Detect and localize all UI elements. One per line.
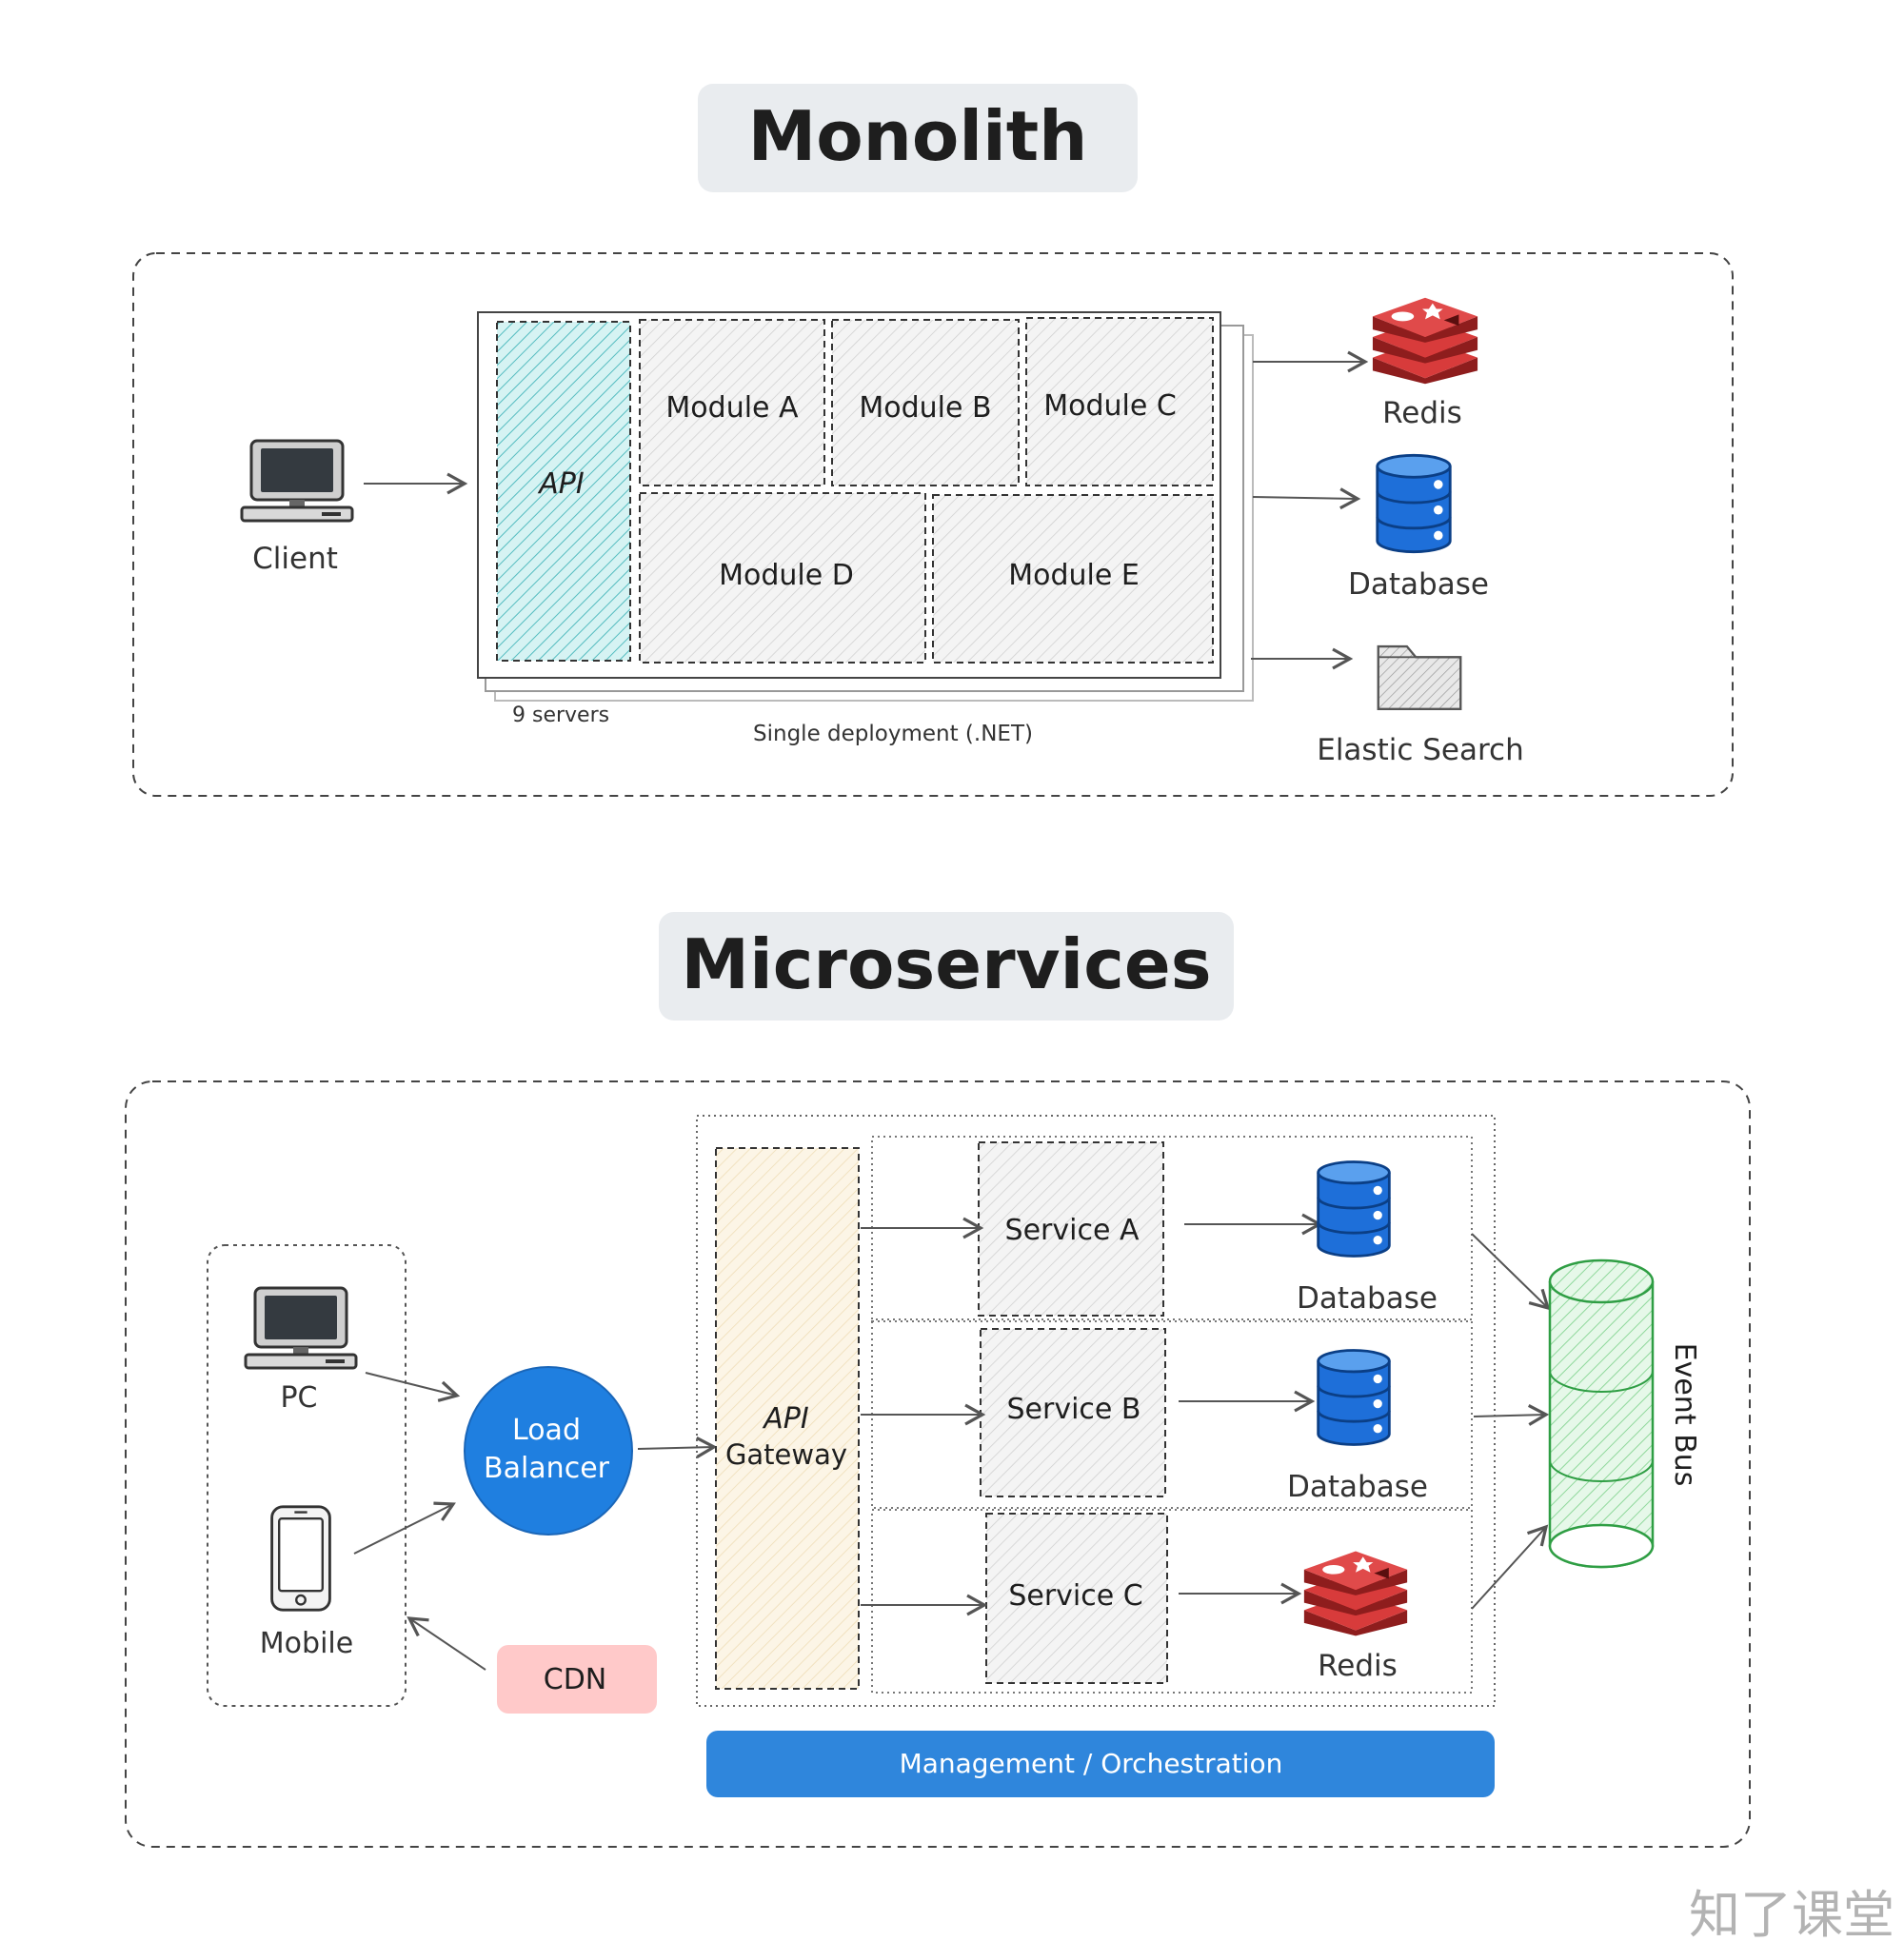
servers-note: 9 servers [512,703,609,727]
arrow-to-database [1252,487,1361,510]
lb-label-line2: Balancer [484,1452,610,1485]
mobile-to-lb-arrow [353,1501,456,1555]
cdn-node: CDN [497,1645,657,1714]
redis-node: Redis [1372,297,1478,430]
lb-label-line1: Load [512,1414,581,1447]
event-bus: Event Bus [1548,1258,1701,1569]
service-b-db-node: Database [1287,1349,1428,1504]
redis-label: Redis [1382,396,1462,430]
microservices-title-box [659,912,1234,1021]
search-node: Elastic Search [1317,644,1524,767]
module-e: Module E [932,494,1214,664]
api-label: API [537,467,585,501]
management-label: Management / Orchestration [900,1748,1283,1779]
module-a: Module A [639,319,825,486]
gateway-label-line1: API [762,1402,809,1436]
management-bar: Management / Orchestration [706,1731,1495,1797]
microservices-section: Microservices PC Mobile Load Balancer CD… [125,912,1751,1848]
service-lane-c [871,1509,1473,1694]
service-a-db-label: Database [1297,1281,1438,1316]
service-b-label: Service B [1007,1393,1141,1426]
microservices-title: Microservices [681,924,1211,1004]
watermark: 知了课堂 [1689,1885,1894,1942]
module-b: Module B [831,319,1020,486]
service-a-db-node: Database [1297,1160,1438,1316]
cdn-label: CDN [544,1663,607,1696]
database-icon [1376,453,1452,554]
service-a-label: Service A [1005,1214,1140,1247]
lb-to-gateway-arrow [637,1437,718,1458]
api-block [496,321,631,662]
module-b-label: Module B [859,391,991,425]
pc-node: PC [244,1286,358,1415]
service-b: Service B [980,1328,1166,1497]
module-c-label: Module C [1043,389,1177,423]
client-node: Client [240,439,354,576]
clients-group [207,1244,407,1707]
monitor-icon [244,1286,358,1370]
database-icon [1317,1349,1391,1446]
cluster-boundary [696,1115,1496,1707]
database-node: Database [1348,453,1489,602]
api-gateway: API Gateway [715,1147,860,1690]
lane-b-to-bus-arrow [1473,1404,1550,1426]
monolith-container [132,252,1734,797]
database-label: Database [1348,567,1489,602]
search-label: Elastic Search [1317,733,1524,767]
pc-label: PC [280,1381,317,1415]
service-c: Service C [985,1513,1168,1684]
lane-a-to-bus-arrow [1471,1233,1551,1311]
service-c-label: Service C [1008,1579,1142,1613]
lane-c-to-bus-arrow [1471,1524,1549,1610]
service-a: Service A [978,1141,1164,1317]
mobile-label: Mobile [260,1627,353,1660]
redis-icon [1372,297,1478,385]
module-a-label: Module A [665,391,799,425]
load-balancer: Load Balancer [464,1366,633,1536]
deployment-note: Single deployment (.NET) [753,722,1033,746]
service-c-redis-node: Redis [1303,1551,1408,1683]
module-d-label: Module D [719,559,854,592]
module-d: Module D [639,492,926,664]
service-c-redis-label: Redis [1318,1649,1398,1683]
gateway-label-line2: Gateway [725,1438,847,1471]
event-bus-label: Event Bus [1668,1343,1701,1487]
pc-to-lb-arrow [365,1372,461,1402]
monolith-section: Monolith Client API Module A Module B Mo… [132,84,1734,797]
monolith-title-box [698,84,1138,192]
client-label: Client [252,542,338,576]
module-e-label: Module E [1008,559,1140,592]
folder-icon [1377,644,1462,711]
cdn-to-clients-arrow [407,1616,486,1671]
phone-icon [270,1505,331,1612]
module-c: Module C [1025,317,1214,486]
redis-icon [1303,1551,1408,1636]
microservices-container [125,1080,1751,1848]
mobile-node: Mobile [260,1505,353,1660]
database-icon [1317,1160,1391,1258]
service-b-db-label: Database [1287,1470,1428,1504]
monolith-title: Monolith [748,96,1088,176]
monitor-icon [240,439,354,523]
